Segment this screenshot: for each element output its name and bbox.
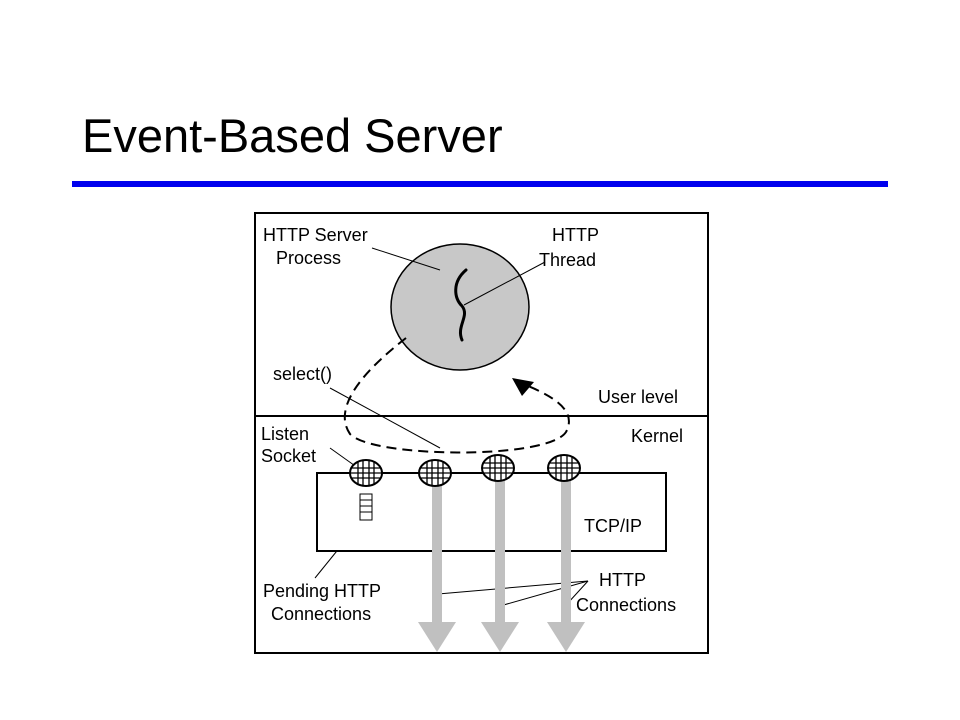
- kernel-label: Kernel: [631, 426, 683, 446]
- socket-grid-icon: [418, 459, 452, 487]
- http-thread-label-line1: HTTP: [552, 225, 599, 245]
- pending-queue-icon: [359, 493, 373, 521]
- title-rule: [72, 181, 888, 187]
- thread-squiggle-icon: [454, 268, 468, 342]
- tcpip-label: TCP/IP: [584, 516, 642, 536]
- connection-arrow: [481, 476, 519, 652]
- http-server-process-circle: [390, 243, 530, 371]
- process-leader-line: [371, 247, 441, 271]
- http-connections-label-line2: Connections: [576, 595, 676, 615]
- pending-connections-label-line2: Connections: [271, 604, 371, 624]
- tcpip-box: [316, 472, 667, 552]
- select-leader-line: [329, 387, 441, 449]
- connection-arrow: [418, 480, 456, 652]
- thread-leader-line: [463, 261, 546, 306]
- connection-arrow: [547, 476, 585, 652]
- user-level-label: User level: [598, 387, 678, 407]
- http-thread-label-line2: Thread: [539, 250, 596, 270]
- connections-leader-line-2: [499, 580, 589, 607]
- slide-title: Event-Based Server: [82, 109, 503, 162]
- select-loop-dashed-path: [343, 337, 570, 454]
- select-label: select(): [273, 364, 332, 384]
- socket-grid-icon: [547, 454, 581, 482]
- outer-frame: [254, 212, 709, 654]
- socket-grid-icon: [349, 459, 383, 487]
- socket-grid-icon: [481, 454, 515, 482]
- select-loop-arrowhead: [512, 378, 534, 396]
- listen-socket-label-line1: Listen: [261, 424, 309, 444]
- pending-connections-label-line1: Pending HTTP: [263, 581, 381, 601]
- listen-socket-label-line2: Socket: [261, 446, 316, 466]
- http-server-process-label-line1: HTTP Server: [263, 225, 368, 245]
- http-server-process-label-line2: Process: [276, 248, 341, 268]
- http-connections-label-line1: HTTP: [599, 570, 646, 590]
